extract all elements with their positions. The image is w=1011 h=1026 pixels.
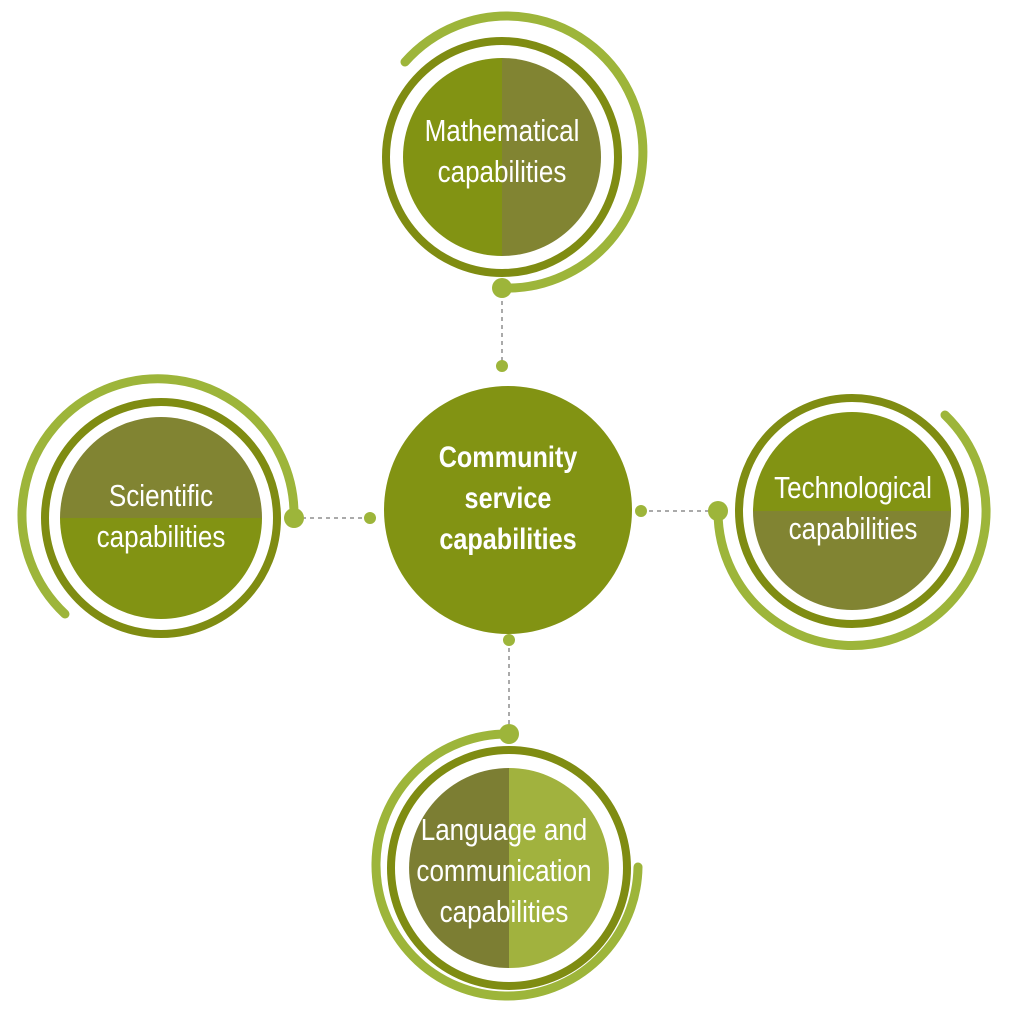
dot-left-inner bbox=[364, 512, 376, 524]
sci-outer-ring bbox=[41, 398, 281, 638]
tech-top-half bbox=[753, 412, 951, 511]
lang-outer-ring bbox=[387, 746, 631, 990]
sci-swoosh-dot bbox=[284, 508, 304, 528]
center-circle bbox=[384, 386, 632, 634]
node-mathematical bbox=[382, 11, 648, 298]
math-left-half bbox=[403, 58, 502, 256]
dot-top-inner bbox=[496, 360, 508, 372]
lang-swoosh-arc bbox=[371, 729, 643, 1001]
tech-swoosh-dot bbox=[708, 501, 728, 521]
lang-left-half bbox=[409, 768, 509, 968]
math-swoosh-arc bbox=[400, 11, 648, 293]
sci-top-half bbox=[60, 417, 262, 518]
math-swoosh-dot bbox=[492, 278, 512, 298]
lang-swoosh-dot bbox=[499, 724, 519, 744]
sci-swoosh-arc bbox=[17, 374, 299, 619]
math-right-half bbox=[502, 58, 601, 256]
connectors bbox=[294, 293, 718, 733]
dot-bottom-inner bbox=[503, 634, 515, 646]
tech-swoosh-arc bbox=[713, 410, 991, 650]
tech-outer-ring bbox=[735, 394, 969, 628]
lang-right-half bbox=[509, 768, 609, 968]
math-outer-ring bbox=[382, 37, 622, 277]
connector-dots bbox=[364, 360, 647, 646]
sci-bottom-half bbox=[60, 518, 262, 619]
node-scientific bbox=[17, 374, 304, 638]
tech-bottom-half bbox=[753, 511, 951, 610]
node-technological bbox=[708, 394, 991, 650]
node-language bbox=[371, 724, 643, 1001]
dot-right-inner bbox=[635, 505, 647, 517]
